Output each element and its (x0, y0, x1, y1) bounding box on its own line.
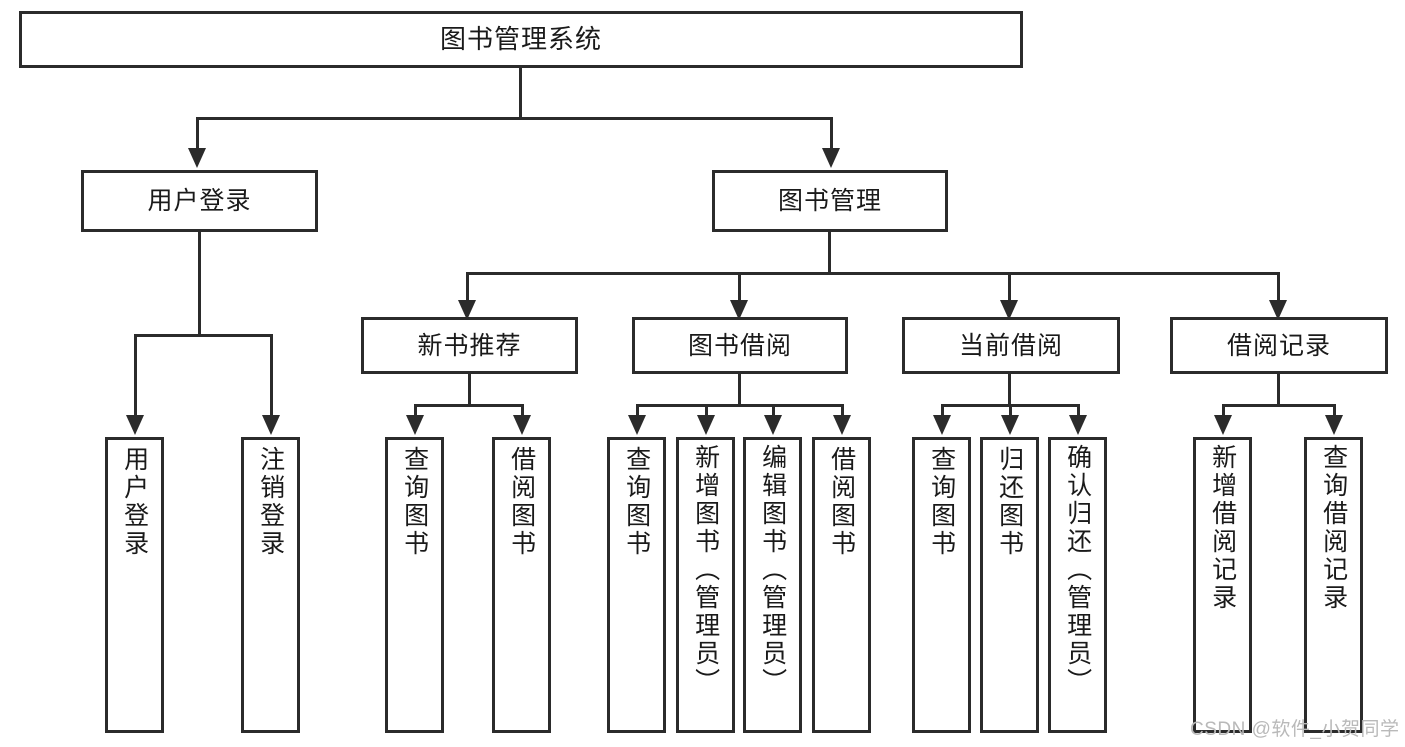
node-label: 用户登录 (147, 187, 252, 215)
edge-nbr-to-leaf-2 (521, 404, 524, 418)
arrow-bm-to-current-borrow (1000, 300, 1018, 320)
arrow-user-login-to-leaf-1 (126, 415, 144, 435)
edge-bm-to-new-book (466, 272, 469, 302)
edge-nbr-to-leaf-1 (414, 404, 417, 418)
arrow-bm-to-new-book (458, 300, 476, 320)
node-label: 图书管理系统 (439, 23, 602, 54)
edge-nbr-stem (468, 374, 471, 406)
node-new-book-recommend[interactable]: 新书推荐 (361, 317, 578, 374)
node-label: 当前借阅 (958, 331, 1063, 360)
edge-book-management-bus (466, 272, 1280, 275)
leaf-bb-add-book-admin[interactable]: 新增图书（管理员） (676, 437, 735, 733)
edge-cb-stem (1008, 374, 1011, 406)
node-user-login[interactable]: 用户登录 (81, 170, 318, 232)
edge-bb-stem (738, 374, 741, 406)
node-label: 查询图书 (622, 446, 651, 558)
arrow-bm-to-book-borrow (730, 300, 748, 320)
leaf-nbr-query-book[interactable]: 查询图书 (385, 437, 444, 733)
node-book-management[interactable]: 图书管理 (712, 170, 948, 232)
leaf-cb-confirm-return-admin[interactable]: 确认归还（管理员） (1048, 437, 1107, 733)
node-label: 查询借阅记录 (1319, 444, 1348, 612)
node-label: 用户登录 (120, 446, 149, 558)
leaf-bb-borrow-book[interactable]: 借阅图书 (812, 437, 871, 733)
edge-root-bus (196, 117, 833, 120)
leaf-bb-edit-book-admin[interactable]: 编辑图书（管理员） (743, 437, 802, 733)
leaf-user-login-logout[interactable]: 注销登录 (241, 437, 300, 733)
node-root-book-management-system[interactable]: 图书管理系统 (19, 11, 1023, 68)
node-label: 归还图书 (995, 446, 1024, 558)
node-label: 借阅图书 (507, 446, 536, 558)
arrow-nbr-to-leaf-1 (406, 415, 424, 435)
arrow-br-to-leaf-1 (1214, 415, 1232, 435)
leaf-br-add-record[interactable]: 新增借阅记录 (1193, 437, 1252, 733)
arrow-root-to-book-management (822, 148, 840, 168)
edge-bb-to-leaf-2 (705, 404, 708, 418)
node-book-borrow[interactable]: 图书借阅 (632, 317, 848, 374)
arrow-bb-to-leaf-1 (628, 415, 646, 435)
node-label: 图书管理 (777, 187, 882, 215)
leaf-bb-query-book[interactable]: 查询图书 (607, 437, 666, 733)
arrow-cb-to-leaf-1 (933, 415, 951, 435)
node-label: 查询图书 (927, 446, 956, 558)
edge-bb-to-leaf-4 (841, 404, 844, 418)
edge-root-to-book-management (830, 117, 833, 150)
edge-bm-to-current-borrow (1008, 272, 1011, 302)
edge-bm-to-book-borrow (738, 272, 741, 302)
edge-br-to-leaf-2 (1333, 404, 1336, 418)
arrow-bb-to-leaf-2 (697, 415, 715, 435)
edge-user-login-to-leaf-1 (134, 334, 137, 417)
edge-br-to-leaf-1 (1222, 404, 1225, 418)
node-label: 借阅记录 (1226, 331, 1331, 360)
node-borrow-record[interactable]: 借阅记录 (1170, 317, 1388, 374)
edge-bb-bus (636, 404, 844, 407)
leaf-br-query-record[interactable]: 查询借阅记录 (1304, 437, 1363, 733)
edge-cb-to-leaf-1 (941, 404, 944, 418)
node-label: 新书推荐 (417, 331, 522, 360)
edge-root-to-user-login (196, 117, 199, 150)
arrow-bb-to-leaf-4 (833, 415, 851, 435)
edge-br-stem (1277, 374, 1280, 406)
node-label: 注销登录 (256, 446, 285, 558)
node-label: 借阅图书 (827, 446, 856, 558)
arrow-cb-to-leaf-2 (1001, 415, 1019, 435)
leaf-cb-return-book[interactable]: 归还图书 (980, 437, 1039, 733)
arrow-bb-to-leaf-3 (764, 415, 782, 435)
arrow-cb-to-leaf-3 (1069, 415, 1087, 435)
leaf-nbr-borrow-book[interactable]: 借阅图书 (492, 437, 551, 733)
edge-user-login-bus (134, 334, 273, 337)
node-label: 图书借阅 (687, 331, 792, 360)
node-label: 新增借阅记录 (1208, 444, 1237, 612)
arrow-br-to-leaf-2 (1325, 415, 1343, 435)
node-label: 查询图书 (400, 446, 429, 558)
edge-bb-to-leaf-3 (772, 404, 775, 418)
node-label: 确认归还（管理员） (1063, 444, 1092, 696)
arrow-nbr-to-leaf-2 (513, 415, 531, 435)
arrow-root-to-user-login (188, 148, 206, 168)
node-label: 新增图书（管理员） (691, 444, 720, 696)
leaf-user-login-login[interactable]: 用户登录 (105, 437, 164, 733)
arrow-user-login-to-leaf-2 (262, 415, 280, 435)
node-label: 编辑图书（管理员） (758, 444, 787, 696)
node-current-borrow[interactable]: 当前借阅 (902, 317, 1120, 374)
edge-br-bus (1222, 404, 1336, 407)
edge-user-login-to-leaf-2 (270, 334, 273, 417)
leaf-cb-query-book[interactable]: 查询图书 (912, 437, 971, 733)
edge-bm-to-borrow-record (1277, 272, 1280, 302)
edge-book-management-stem (828, 232, 831, 274)
edge-bb-to-leaf-1 (636, 404, 639, 418)
edge-user-login-stem (198, 232, 201, 335)
arrow-bm-to-borrow-record (1269, 300, 1287, 320)
edge-nbr-bus (414, 404, 524, 407)
edge-cb-to-leaf-2 (1009, 404, 1012, 418)
edge-root-stem (519, 68, 522, 118)
edge-cb-to-leaf-3 (1077, 404, 1080, 418)
